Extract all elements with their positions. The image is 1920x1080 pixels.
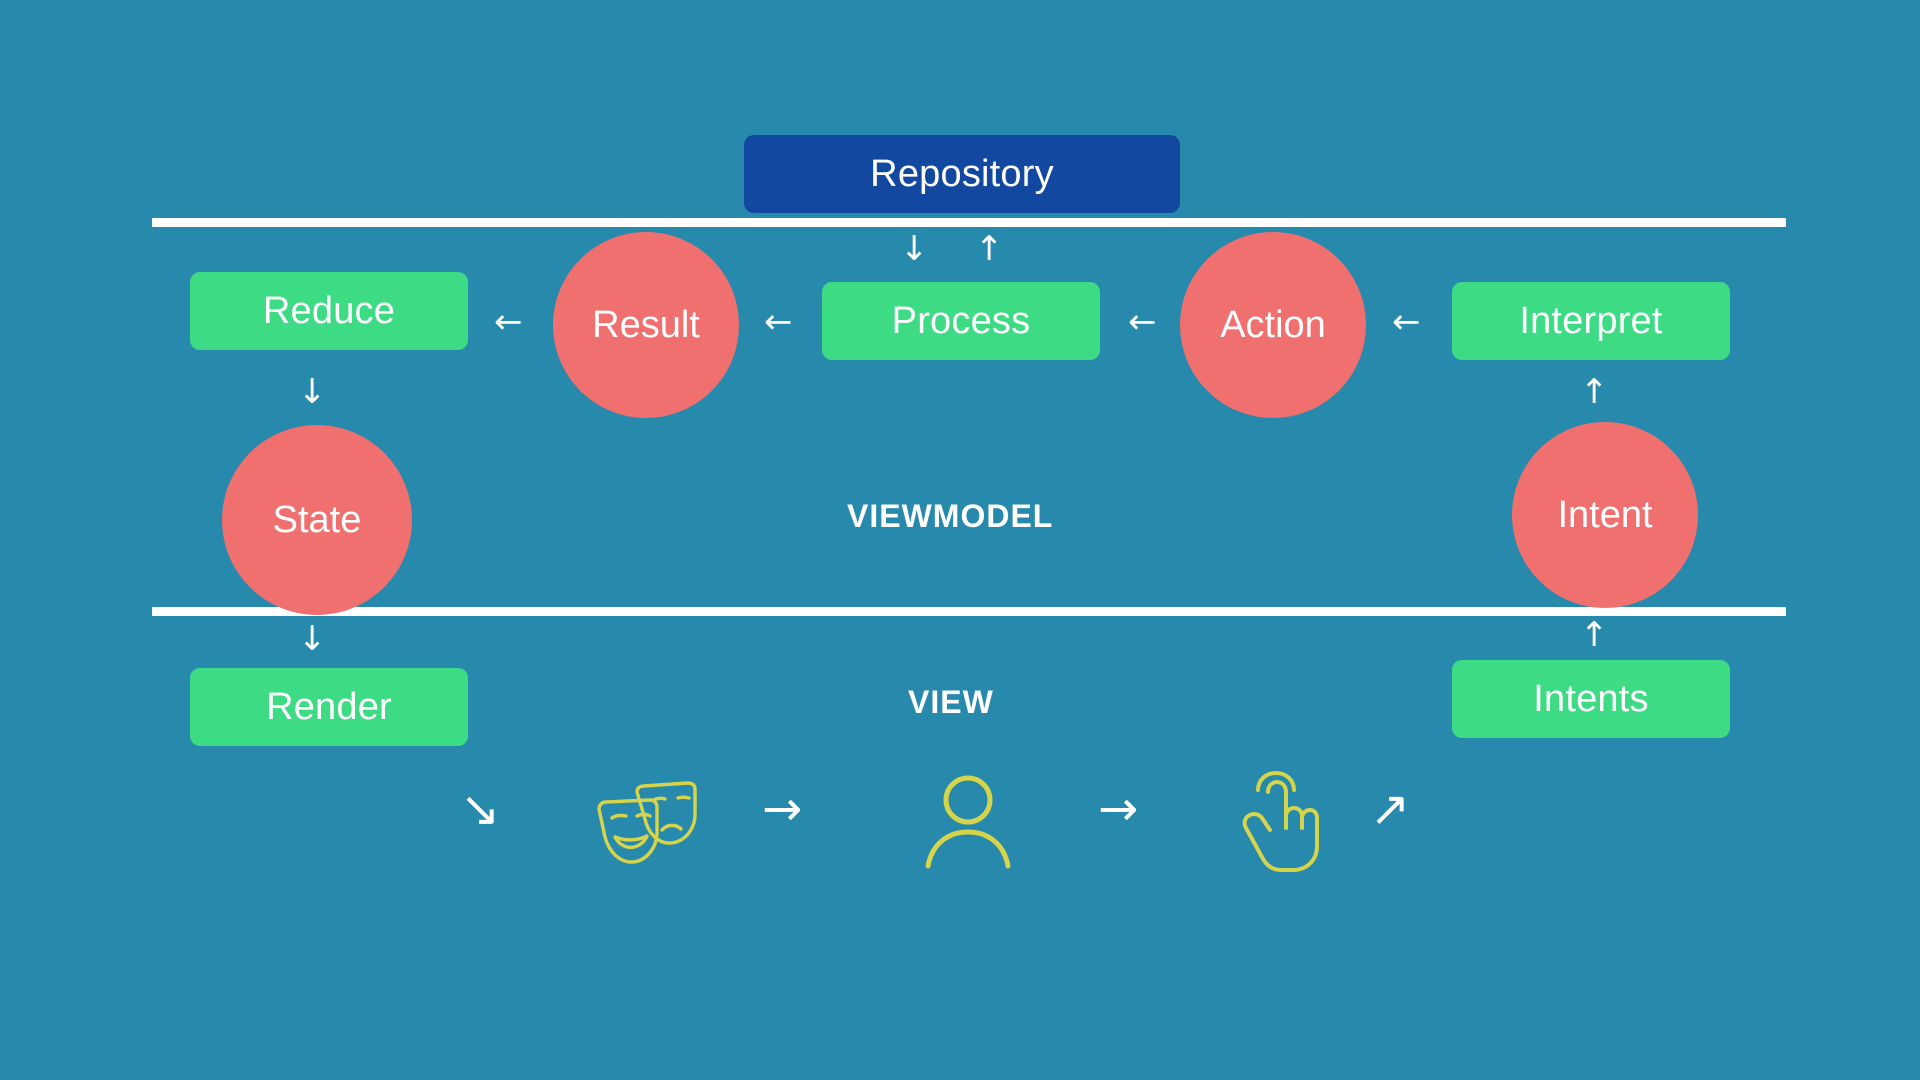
node-process[interactable]: Process	[822, 282, 1100, 360]
node-reduce[interactable]: Reduce	[190, 272, 468, 350]
arrow-up-intent-to-interpret: ↑	[1580, 372, 1609, 412]
arrow-up-right-tap-to-intents: ↗	[1370, 781, 1411, 837]
arrow-left-interpret-to-action: ←	[1392, 302, 1421, 342]
arrow-up-intents-to-intent: ↑	[1580, 615, 1609, 655]
tap-hand-icon	[1236, 770, 1328, 874]
divider-viewmodel-view	[152, 607, 1786, 616]
arrow-down-reduce-to-state: ↓	[298, 372, 327, 412]
arrow-left-process-to-result: ←	[764, 302, 793, 342]
section-label-viewmodel: VIEWMODEL	[847, 498, 1054, 534]
arrow-down-repository-to-process: ↓	[900, 229, 929, 269]
node-render[interactable]: Render	[190, 668, 468, 746]
node-intents[interactable]: Intents	[1452, 660, 1730, 738]
arrow-down-state-to-render: ↓	[298, 619, 327, 659]
arrow-left-result-to-reduce: ←	[494, 302, 523, 342]
node-repository[interactable]: Repository	[744, 135, 1180, 213]
arrow-left-action-to-process: ←	[1128, 302, 1157, 342]
divider-repository-viewmodel	[152, 218, 1786, 227]
node-state[interactable]: State	[222, 425, 412, 615]
person-icon	[918, 772, 1018, 872]
node-interpret[interactable]: Interpret	[1452, 282, 1730, 360]
node-result[interactable]: Result	[553, 232, 739, 418]
arrow-right-user-to-tap: →	[1098, 781, 1139, 837]
arrow-right-ui-to-user: →	[762, 781, 803, 837]
section-label-view: VIEW	[908, 684, 994, 720]
arrow-up-process-to-repository: ↑	[975, 229, 1004, 269]
arrow-down-right-render-to-ui: ↘	[460, 781, 501, 837]
theater-masks-icon	[592, 780, 702, 868]
node-intent[interactable]: Intent	[1512, 422, 1698, 608]
node-action[interactable]: Action	[1180, 232, 1366, 418]
